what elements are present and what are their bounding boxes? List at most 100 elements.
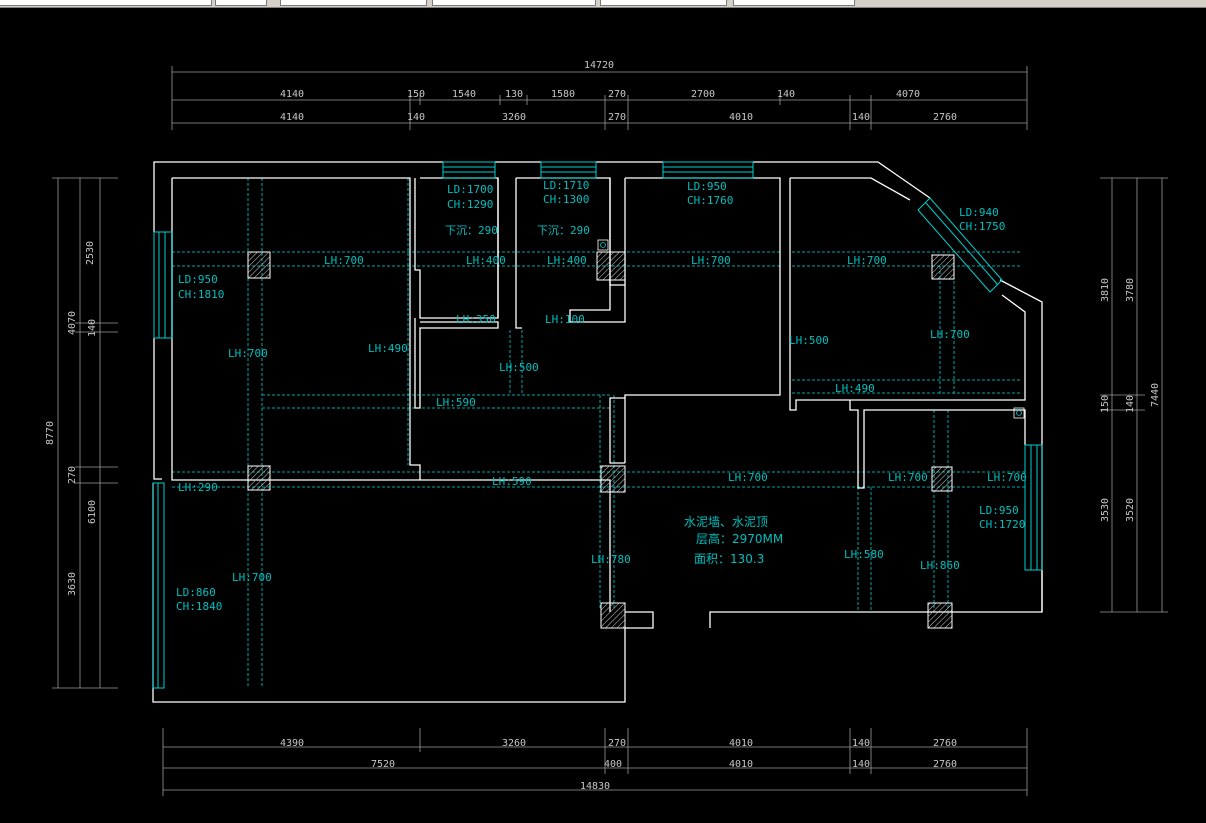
dim-left: 8770 [45, 421, 56, 445]
beam-label: LH:400 [466, 254, 506, 267]
dim-top-row1: 130 [505, 89, 523, 100]
beam-label: LH:350 [456, 313, 496, 326]
dim-top-row2: 4140 [280, 112, 304, 123]
dim-bottom-row2: 7520 [371, 759, 395, 770]
dim-right: 140 [1125, 395, 1136, 413]
beam-label: LH:700 [691, 254, 731, 267]
beam-label: LH:590 [436, 396, 476, 409]
dim-bottom-row1: 4010 [729, 738, 753, 749]
right-dimension-lines [1100, 177, 1168, 613]
toolbar-field[interactable] [733, 0, 855, 6]
top-dimension-lines [171, 66, 1028, 130]
beam-label: LH:700 [232, 571, 272, 584]
ceiling-height-note: 层高：2970MM [696, 531, 783, 546]
dim-left: 6100 [87, 500, 98, 524]
dim-top-row2: 2760 [933, 112, 957, 123]
material-note: 水泥墙、水泥顶 [684, 515, 768, 529]
beam-label: LH:700 [930, 328, 970, 341]
beam-label: LH:780 [591, 553, 631, 566]
dim-top-row2: 270 [608, 112, 626, 123]
dim-top-total: 14720 [584, 60, 614, 71]
beam-label: LH:700 [728, 471, 768, 484]
opening-label: LD:950 [687, 180, 727, 193]
dim-top-row1: 4070 [896, 89, 920, 100]
beam-lines [172, 178, 1025, 688]
opening-label: LD:1710 [543, 179, 589, 192]
toolbar-dropdown[interactable] [215, 0, 267, 6]
dim-top-row1: 1540 [452, 89, 476, 100]
opening-label: CH:1720 [979, 518, 1025, 531]
dim-right: 3520 [1125, 498, 1136, 522]
dim-right: 3530 [1100, 498, 1111, 522]
beam-label: LH:500 [499, 361, 539, 374]
drain-symbols [597, 239, 1025, 419]
beam-label: LH:490 [835, 382, 875, 395]
beam-label: LH:580 [844, 548, 884, 561]
structural-columns [247, 251, 955, 629]
left-dimension-lines [52, 177, 118, 689]
dim-bottom-row1: 140 [852, 738, 870, 749]
beam-label: LH:400 [547, 254, 587, 267]
opening-label: LD:860 [176, 586, 216, 599]
beam-label: LH:860 [920, 559, 960, 572]
opening-label: CH:1300 [543, 193, 589, 206]
opening-label: CH:1760 [687, 194, 733, 207]
toolbar-field[interactable] [280, 0, 427, 6]
sunken-floor-label: 下沉：290 [537, 224, 590, 237]
beam-label: LH:700 [847, 254, 887, 267]
dim-bottom-row1: 270 [608, 738, 626, 749]
dim-bottom-total: 14830 [580, 781, 610, 792]
walls [152, 161, 1043, 703]
dim-top-row2: 3260 [502, 112, 526, 123]
beam-label: LH:700 [888, 471, 928, 484]
cad-drawing-canvas[interactable]: 14720 4140 150 1540 130 1580 270 2700 14… [0, 8, 1206, 819]
area-note: 面积：130.3 [694, 552, 764, 566]
dim-top-row1: 2700 [691, 89, 715, 100]
dim-right: 150 [1100, 395, 1111, 413]
beam-label: LH:590 [492, 475, 532, 488]
beam-label: LH:700 [228, 347, 268, 360]
toolbar-field[interactable] [432, 0, 596, 6]
application-toolbar [0, 0, 1206, 8]
dim-top-row1: 150 [407, 89, 425, 100]
windows [152, 161, 1043, 689]
dim-bottom-row1: 2760 [933, 738, 957, 749]
dim-top-row2: 4010 [729, 112, 753, 123]
dim-right: 3810 [1100, 278, 1111, 302]
sunken-floor-label: 下沉：290 [445, 224, 498, 237]
beam-label: LH:500 [789, 334, 829, 347]
bottom-dimension-lines [162, 728, 1028, 796]
dim-top-row1: 1580 [551, 89, 575, 100]
beam-label: LH:700 [987, 471, 1027, 484]
dim-top-row1: 140 [777, 89, 795, 100]
dim-bottom-row2: 400 [604, 759, 622, 770]
opening-label: LD:950 [979, 504, 1019, 517]
dim-top-row2: 140 [852, 112, 870, 123]
toolbar-field[interactable] [0, 0, 212, 6]
dim-right: 7440 [1150, 383, 1161, 407]
dim-bottom-row1: 3260 [502, 738, 526, 749]
beam-label: LH:290 [178, 481, 218, 494]
opening-label: CH:1750 [959, 220, 1005, 233]
beam-label: LH:490 [368, 342, 408, 355]
opening-label: LD:1700 [447, 183, 493, 196]
dim-bottom-row2: 4010 [729, 759, 753, 770]
dim-left: 4070 [67, 311, 78, 335]
opening-label: CH:1290 [447, 198, 493, 211]
beam-label: LH:100 [545, 313, 585, 326]
opening-label: LD:940 [959, 206, 999, 219]
toolbar-field[interactable] [600, 0, 727, 6]
beam-label: LH:700 [324, 254, 364, 267]
dim-top-row1: 4140 [280, 89, 304, 100]
dim-bottom-row2: 140 [852, 759, 870, 770]
dim-top-row2: 140 [407, 112, 425, 123]
dim-right: 3780 [1125, 278, 1136, 302]
dim-left: 2530 [85, 241, 96, 265]
dim-bottom-row2: 2760 [933, 759, 957, 770]
dim-top-row1: 270 [608, 89, 626, 100]
dim-left: 140 [87, 319, 98, 337]
dim-bottom-row1: 4390 [280, 738, 304, 749]
dim-left: 270 [67, 466, 78, 484]
opening-label: CH:1840 [176, 600, 222, 613]
opening-label: CH:1810 [178, 288, 224, 301]
